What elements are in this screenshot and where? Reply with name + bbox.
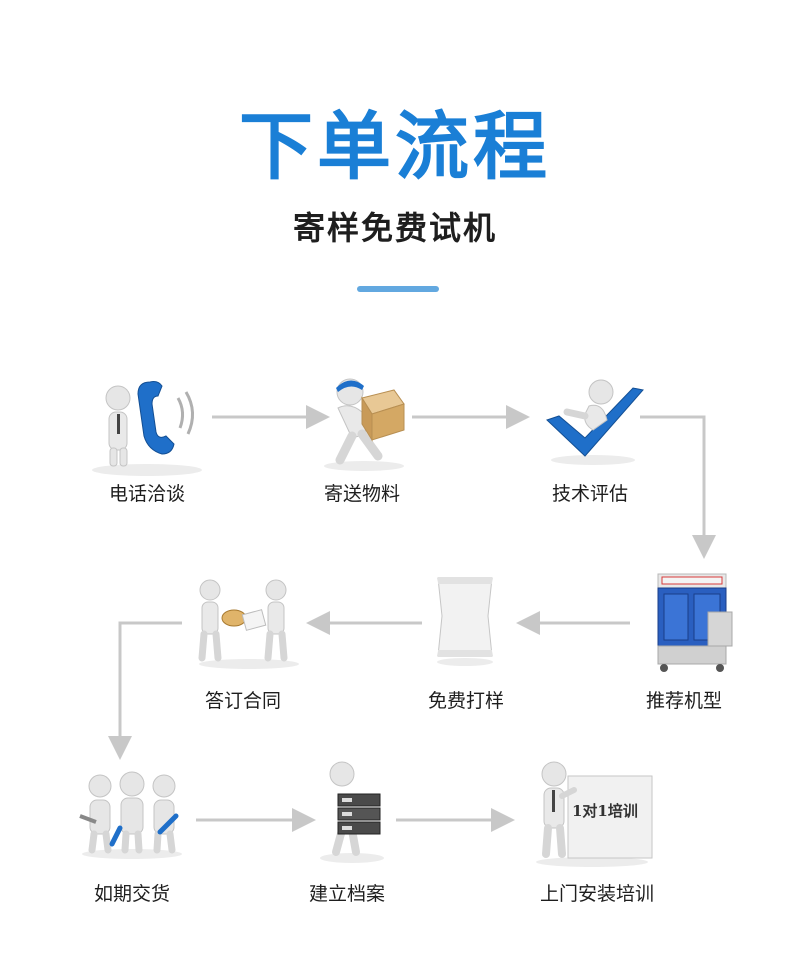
packaging-machine-icon <box>657 573 733 672</box>
file-boxes-figure-icon <box>320 761 384 863</box>
step-label-4: 推荐机型 <box>645 690 722 712</box>
sample-bag-icon <box>437 577 493 666</box>
checkmark-figure-icon <box>546 379 644 465</box>
step-label-9: 上门安装培训 <box>539 883 654 905</box>
courier-box-figure-icon <box>324 378 405 471</box>
step-label-5: 免费打样 <box>427 690 504 712</box>
step-label-8: 建立档案 <box>308 883 385 905</box>
step-label-3: 技术评估 <box>551 483 628 505</box>
step-label-1: 电话洽谈 <box>108 483 185 505</box>
arrow-3-4 <box>640 415 716 559</box>
title-divider <box>357 286 439 292</box>
arrow-6-7 <box>108 621 182 760</box>
page-subtitle: 寄样免费试机 <box>292 209 497 247</box>
telephone-figure-icon <box>92 381 202 476</box>
step-label-2: 寄送物料 <box>323 483 400 505</box>
step-label-6: 答订合同 <box>204 690 281 712</box>
training-board-figure-icon: 1对1培训 <box>536 761 653 867</box>
workers-tools-icon <box>79 771 182 859</box>
step-label-7: 如期交货 <box>93 883 170 905</box>
training-board-text: 1对1培训 <box>572 802 638 820</box>
handshake-contract-icon <box>198 579 299 669</box>
page-title: 下单流程 <box>239 104 551 190</box>
